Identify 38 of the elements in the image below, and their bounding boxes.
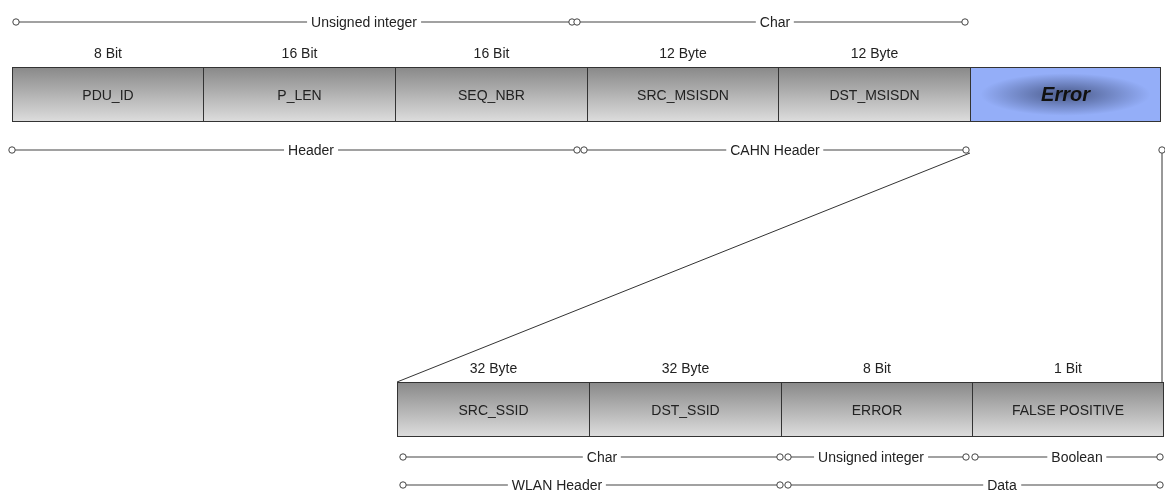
field-size: 12 Byte — [659, 45, 707, 61]
field-name: SEQ_NBR — [458, 86, 525, 103]
field-name: Error — [1041, 83, 1090, 106]
range-label: Header — [284, 142, 338, 158]
field-box — [778, 67, 971, 122]
range-label: Boolean — [1047, 449, 1107, 465]
field-name: PDU_ID — [82, 86, 134, 103]
field-name: ERROR — [851, 401, 903, 418]
field-name: SRC_MSISDN — [637, 86, 729, 103]
range-label: CAHN Header — [726, 142, 824, 158]
field-size: 8 Bit — [863, 360, 891, 376]
field-size: 16 Bit — [473, 45, 510, 61]
field-name: DST_SSID — [651, 401, 720, 418]
field-size: 12 Byte — [850, 45, 899, 61]
field-box — [972, 382, 1164, 437]
range-label: Unsigned integer — [814, 449, 928, 465]
field-size: 1 Bit — [1054, 360, 1082, 376]
range-label: Char — [582, 449, 622, 465]
field-size: 32 Byte — [469, 360, 518, 376]
highlighted-field-box — [970, 67, 1161, 122]
field-name: SRC_SSID — [458, 401, 529, 418]
field-size: 32 Byte — [661, 360, 710, 376]
range-label: Data — [983, 477, 1021, 493]
field-box — [589, 382, 782, 437]
range-label: Char — [755, 14, 795, 30]
range-label: WLAN Header — [507, 477, 607, 493]
field-name: DST_MSISDN — [829, 86, 920, 103]
field-name: FALSE POSITIVE — [1011, 401, 1124, 418]
field-size: 16 Bit — [281, 45, 318, 61]
range-label: Unsigned integer — [307, 14, 421, 30]
field-box — [397, 382, 590, 437]
field-box — [12, 67, 204, 122]
field-box — [587, 67, 779, 122]
field-name: P_LEN — [277, 86, 322, 103]
field-box — [395, 67, 588, 122]
field-size: 8 Bit — [94, 45, 122, 61]
field-box — [203, 67, 396, 122]
field-box — [781, 382, 973, 437]
